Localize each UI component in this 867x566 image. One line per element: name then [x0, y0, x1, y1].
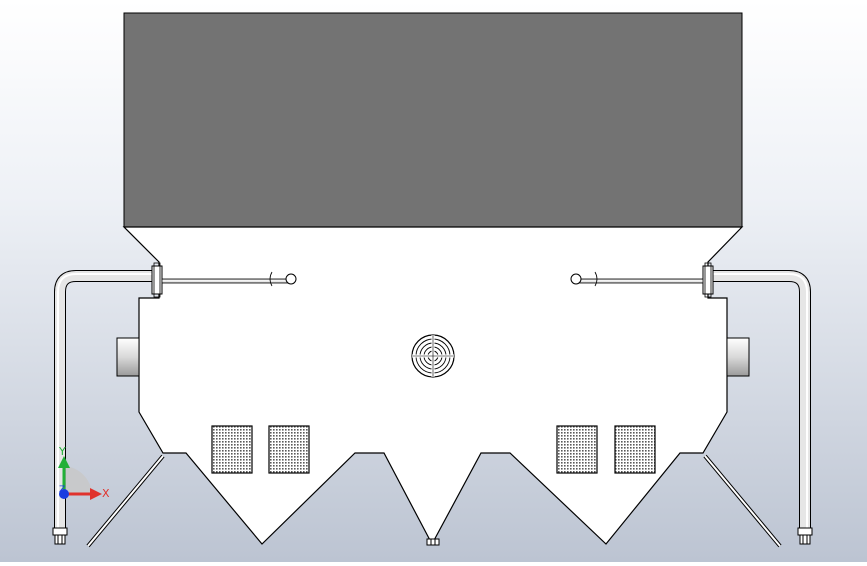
access-panel-1[interactable]: [211, 425, 253, 474]
pipe-end-cap-left[interactable]: [285, 273, 297, 285]
center-drain: [426, 538, 440, 546]
pipe-left[interactable]: [54, 262, 297, 530]
access-panel-3[interactable]: [556, 425, 598, 474]
triad-z-label: Z: [59, 485, 65, 495]
triad-y-label: Y: [58, 445, 66, 458]
collector-body[interactable]: [122, 226, 744, 546]
pipe-foot-right: [797, 527, 813, 545]
fan-grille[interactable]: [411, 334, 455, 378]
pipe-right[interactable]: [570, 262, 811, 530]
triad-x-label: X: [102, 487, 110, 500]
pipe-end-cap-right[interactable]: [570, 273, 582, 285]
access-panel-2[interactable]: [268, 425, 310, 474]
pipe-foot-left: [52, 527, 68, 545]
access-panel-4[interactable]: [614, 425, 656, 474]
coordinate-triad[interactable]: Y X Z: [58, 445, 110, 500]
side-nozzle-right[interactable]: [726, 337, 750, 377]
side-nozzle-left[interactable]: [116, 337, 140, 377]
top-housing[interactable]: [123, 12, 743, 228]
z-axis-dot: [59, 489, 69, 499]
